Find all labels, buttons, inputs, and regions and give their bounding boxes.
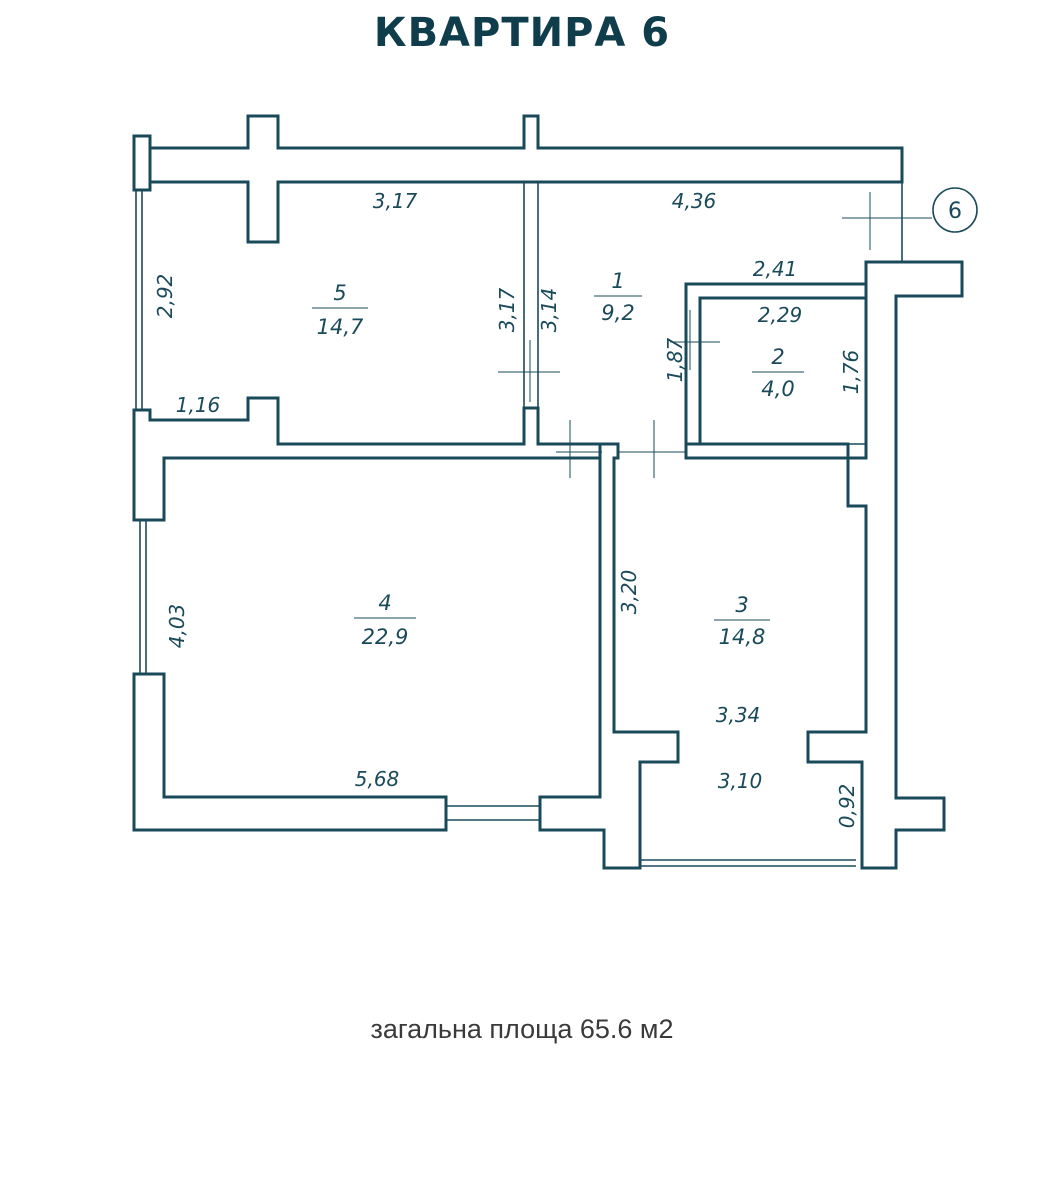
dim-label: 4,03 (165, 604, 189, 649)
room-area: 9,2 (601, 301, 634, 325)
room-area: 14,7 (317, 315, 364, 339)
top-wall (132, 114, 904, 244)
dim-label: 5,68 (355, 767, 400, 791)
dim-label: 3,17 (495, 287, 519, 332)
dim-label: 1,87 (663, 337, 687, 382)
room-area: 22,9 (362, 625, 409, 649)
left-wall-upper (132, 134, 152, 192)
dim-label: 3,34 (716, 703, 761, 727)
total-area-caption: загальна площа 65.6 м2 (370, 1014, 674, 1044)
room-area: 4,0 (761, 377, 794, 401)
dim-label: 3,20 (617, 570, 641, 615)
dim-label: 1,76 (839, 350, 863, 395)
dim-label: 2,29 (758, 303, 803, 327)
room-label-4: 4 22,9 (354, 591, 416, 649)
left-bottom-wall (132, 672, 448, 832)
page-title: КВАРТИРА 6 (373, 10, 671, 56)
room-label-3: 3 14,8 (714, 593, 770, 649)
dimension-ticks (498, 192, 932, 478)
room-label-2: 2 4,0 (752, 345, 804, 401)
room-number: 2 (771, 345, 784, 369)
room-number: 3 (735, 593, 748, 617)
dim-label: 2,92 (153, 274, 177, 319)
room2-walls (684, 282, 868, 446)
dim-label: 0,92 (835, 784, 859, 829)
room-area: 14,8 (719, 625, 766, 649)
dim-label: 3,10 (718, 769, 763, 793)
room-number: 4 (378, 591, 391, 615)
axis-marker-circle (932, 187, 978, 233)
dim-label: 2,41 (753, 257, 798, 281)
room-label-1: 1 9,2 (594, 269, 642, 325)
dim-label: 3,17 (373, 189, 418, 213)
room-number: 1 (611, 269, 624, 293)
room-label-5: 5 14,7 (312, 281, 368, 339)
dim-label: 3,14 (537, 288, 561, 333)
partition-room4-room3 (538, 442, 680, 870)
room-number: 5 (333, 281, 346, 305)
right-wall-room3 (684, 260, 964, 870)
axis-marker-label: 6 (948, 199, 962, 224)
dim-label: 4,36 (672, 189, 717, 213)
dim-label: 1,16 (176, 393, 221, 417)
